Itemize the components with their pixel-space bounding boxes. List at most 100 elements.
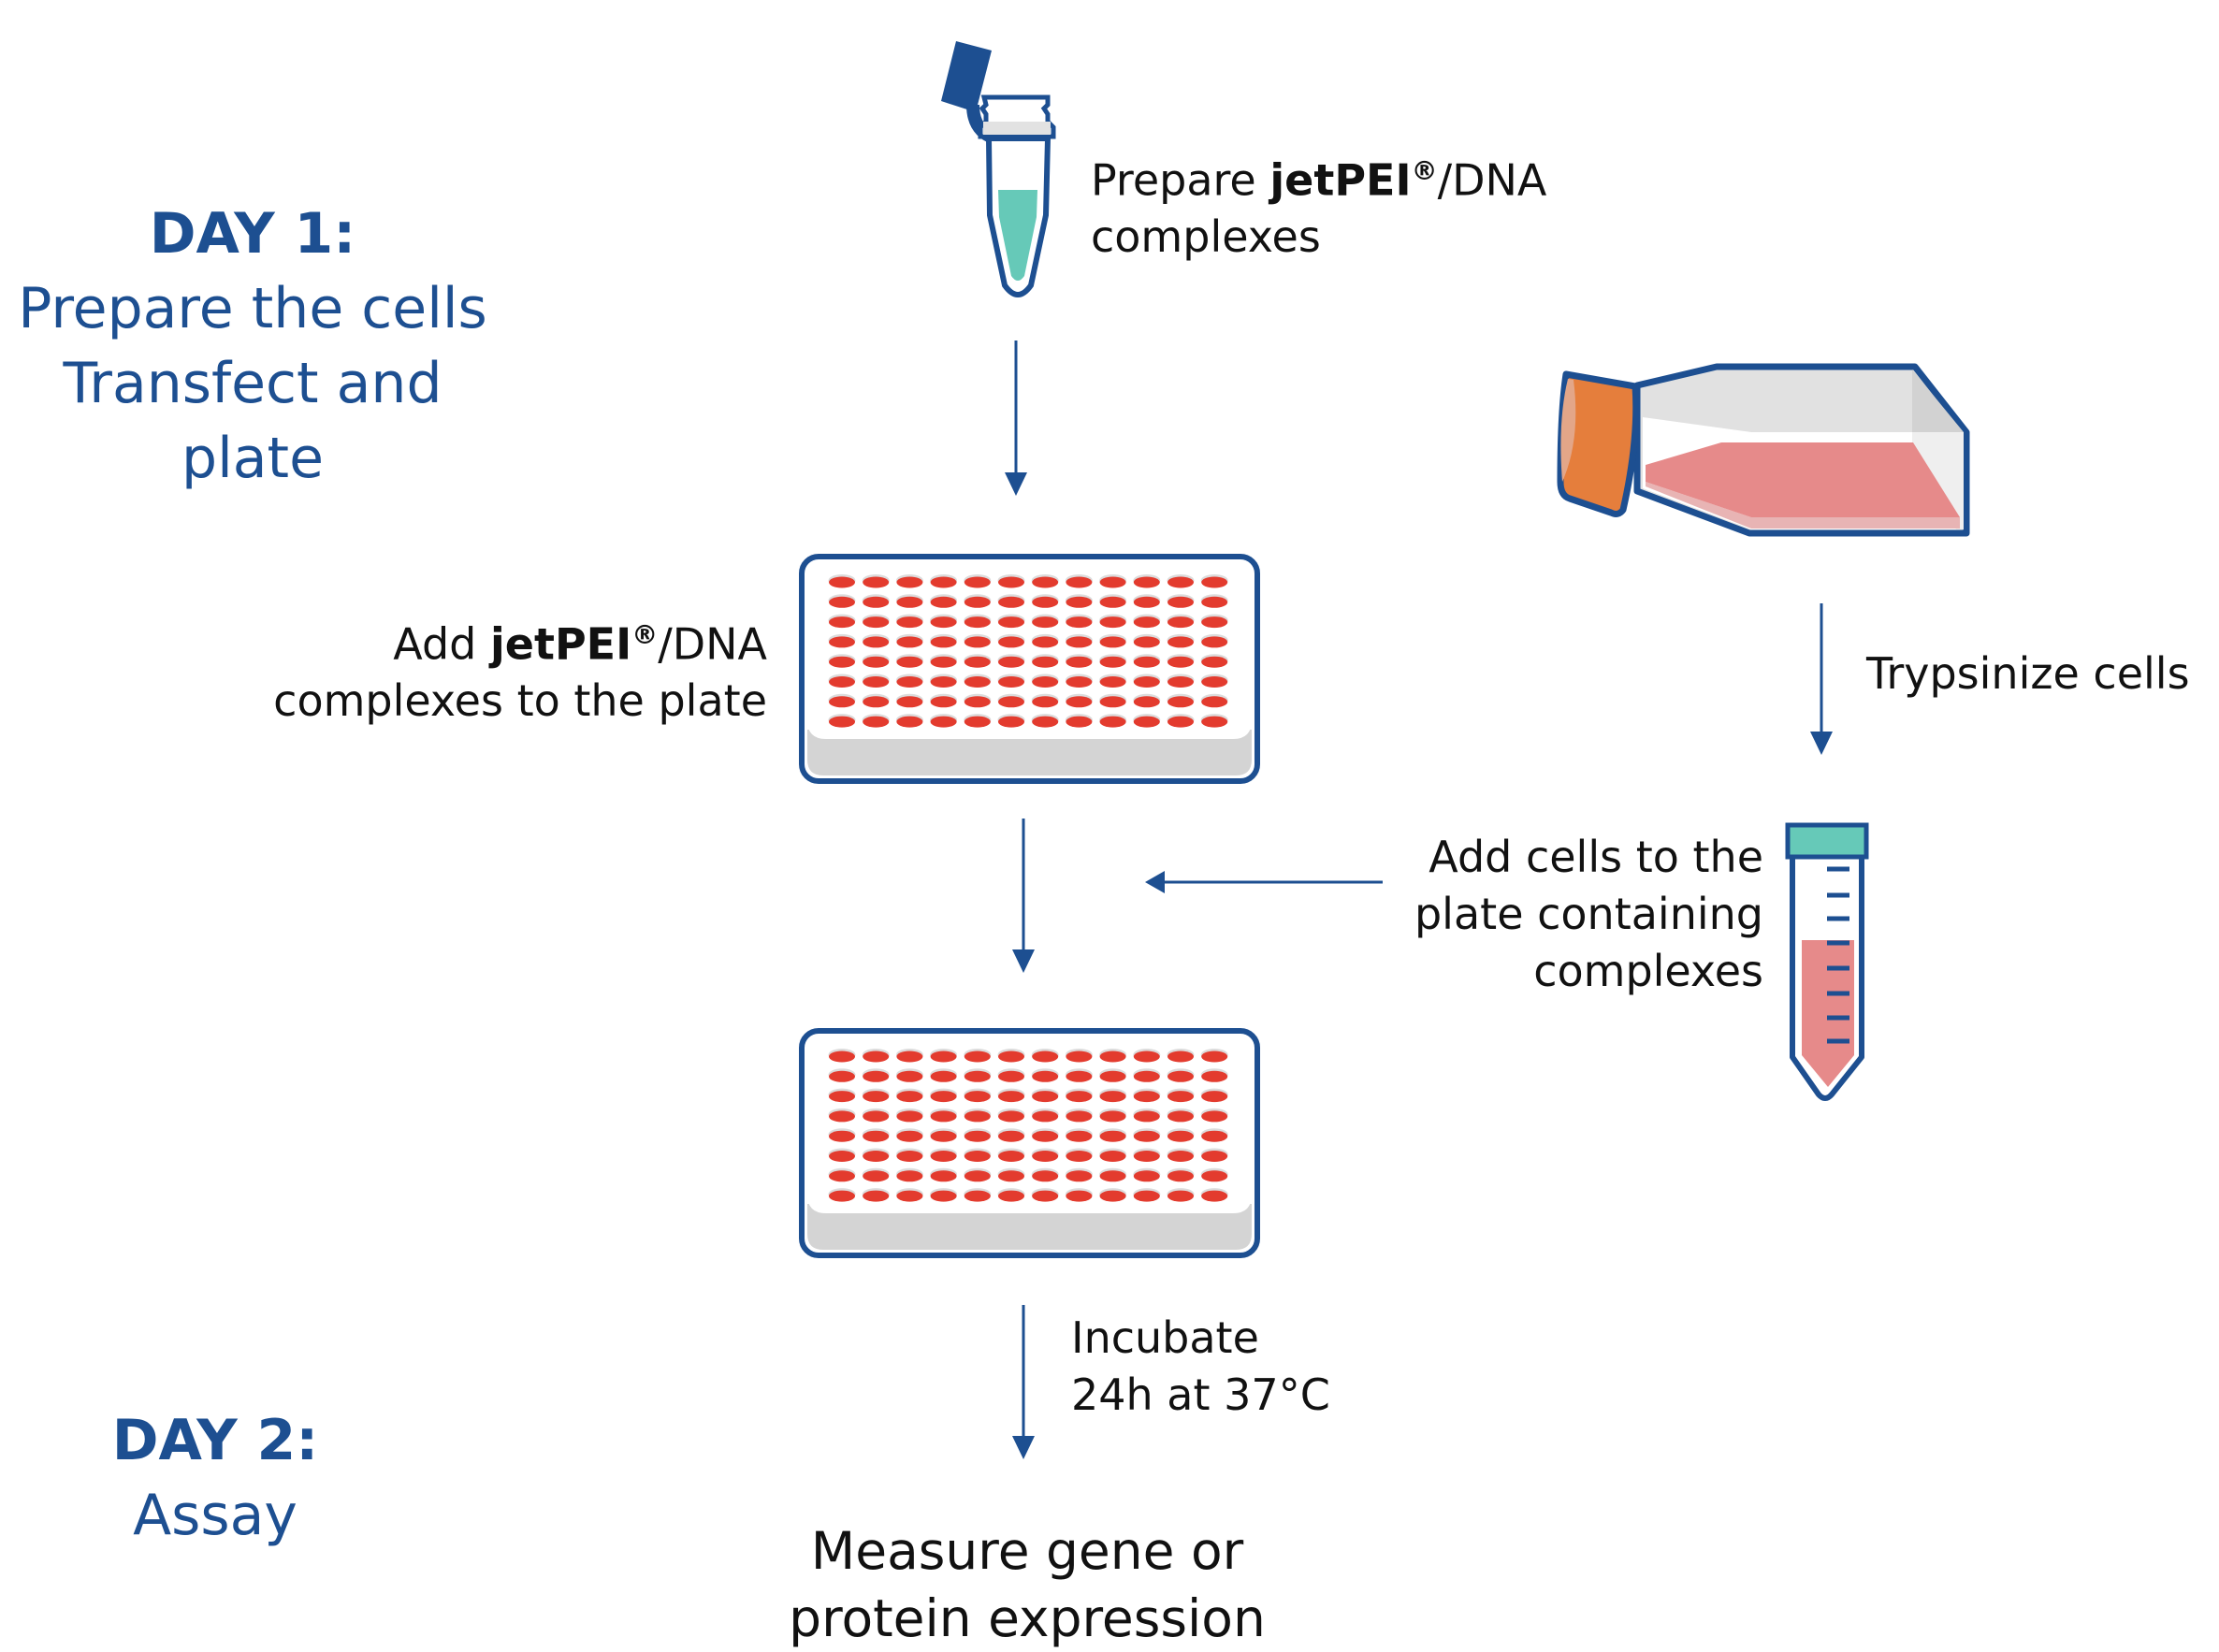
day1-line: Transfect and bbox=[63, 351, 442, 416]
plate-well bbox=[1168, 616, 1194, 629]
plate-well bbox=[998, 1130, 1024, 1142]
plate-well bbox=[1133, 1151, 1160, 1162]
plate-well bbox=[1099, 1110, 1126, 1123]
plate-well bbox=[1032, 656, 1059, 668]
plate-well bbox=[896, 1190, 923, 1202]
plate-well bbox=[1032, 1070, 1059, 1082]
plate-well bbox=[998, 636, 1024, 648]
plate-well bbox=[1099, 696, 1126, 708]
plate-well bbox=[964, 1051, 991, 1063]
plate-well bbox=[998, 676, 1024, 688]
plate-well bbox=[829, 696, 855, 708]
plate-well bbox=[1032, 616, 1059, 629]
brand-jetpei: jetPEI bbox=[1269, 154, 1412, 206]
day1-label: DAY 1: Prepare the cells Transfect and p… bbox=[0, 196, 505, 496]
plate-well bbox=[829, 1170, 855, 1182]
plate-well bbox=[1032, 1190, 1059, 1202]
plate-well bbox=[829, 1151, 855, 1162]
plate-well bbox=[1066, 656, 1093, 668]
brand-jetpei: jetPEI bbox=[489, 618, 632, 670]
step-incubate: Incubate 24h at 37°C bbox=[1071, 1310, 1330, 1424]
registered-mark: ® bbox=[1411, 155, 1438, 186]
arrow-head bbox=[1012, 949, 1035, 973]
arrow-head bbox=[1145, 871, 1165, 893]
plate-well bbox=[998, 1190, 1024, 1202]
plate-well bbox=[863, 1170, 890, 1182]
step-add-cells-line: complexes bbox=[1533, 946, 1763, 996]
plate-well bbox=[829, 636, 855, 648]
step-add-complexes: Add jetPEI®/DNA complexes to the plate bbox=[206, 606, 767, 730]
plate-well bbox=[998, 616, 1024, 629]
plate-well bbox=[863, 1051, 890, 1063]
plate-well bbox=[1133, 1110, 1160, 1123]
plate-well bbox=[863, 656, 890, 668]
plate-well bbox=[998, 1051, 1024, 1063]
plate-well bbox=[1133, 656, 1160, 668]
plate-well bbox=[1201, 1151, 1228, 1162]
plate-well bbox=[964, 1091, 991, 1103]
plate-well bbox=[930, 636, 957, 648]
arrow-head bbox=[1810, 732, 1833, 755]
plate-well bbox=[829, 1070, 855, 1082]
plate-well bbox=[964, 1170, 991, 1182]
plate-well bbox=[863, 596, 890, 608]
step-add-complexes-line2: complexes to the plate bbox=[273, 675, 767, 727]
plate-well bbox=[863, 616, 890, 629]
plate-well bbox=[1201, 596, 1228, 608]
plate-well bbox=[998, 1110, 1024, 1123]
plate-well bbox=[1032, 636, 1059, 648]
conical-tube-icon bbox=[1785, 822, 1869, 1101]
plate-well bbox=[1099, 576, 1126, 588]
plate-well bbox=[1099, 676, 1126, 688]
plate-well bbox=[930, 616, 957, 629]
plate-well bbox=[1201, 716, 1228, 728]
plate-well bbox=[1066, 1091, 1093, 1103]
plate-well bbox=[1168, 1190, 1194, 1202]
plate-well bbox=[896, 1151, 923, 1162]
plate-well bbox=[930, 1091, 957, 1103]
plate-well bbox=[964, 1190, 991, 1202]
plate-well bbox=[1133, 696, 1160, 708]
plate-well bbox=[1099, 1130, 1126, 1142]
plate-well bbox=[964, 1070, 991, 1082]
plate-well bbox=[998, 1091, 1024, 1103]
plate-well bbox=[1201, 1051, 1228, 1063]
plate-well bbox=[998, 1170, 1024, 1182]
plate-well bbox=[1099, 716, 1126, 728]
plate-well bbox=[1066, 576, 1093, 588]
plate-well bbox=[930, 1130, 957, 1142]
plate-well bbox=[829, 1051, 855, 1063]
cell-culture-flask-icon bbox=[1557, 363, 1970, 537]
96-well-plate-icon bbox=[799, 1028, 1260, 1258]
arrow-head bbox=[1005, 472, 1027, 496]
plate-well bbox=[896, 1070, 923, 1082]
plate-well bbox=[1133, 716, 1160, 728]
plate-well bbox=[896, 1110, 923, 1123]
plate-well bbox=[930, 716, 957, 728]
plate-well bbox=[1066, 1151, 1093, 1162]
plate-well bbox=[930, 1070, 957, 1082]
plate-well bbox=[1168, 1070, 1194, 1082]
96-well-plate-icon bbox=[799, 554, 1260, 784]
plate-well bbox=[896, 1130, 923, 1142]
plate-well bbox=[829, 1091, 855, 1103]
plate-well bbox=[829, 1190, 855, 1202]
step-measure: Measure gene or protein expression bbox=[700, 1517, 1355, 1652]
plate-well bbox=[863, 1070, 890, 1082]
plate-well bbox=[1066, 716, 1093, 728]
plate-well bbox=[964, 636, 991, 648]
plate-well bbox=[1133, 616, 1160, 629]
plate-well bbox=[1032, 1170, 1059, 1182]
plate-well bbox=[829, 716, 855, 728]
step-add-cells: Add cells to the plate containing comple… bbox=[1291, 829, 1763, 1000]
plate-well bbox=[863, 1190, 890, 1202]
plate-well bbox=[1168, 1110, 1194, 1123]
plate-well bbox=[1099, 636, 1126, 648]
plate-well bbox=[863, 676, 890, 688]
plate-well bbox=[863, 716, 890, 728]
plate-well bbox=[896, 656, 923, 668]
plate-well bbox=[1066, 1070, 1093, 1082]
plate-well bbox=[1168, 596, 1194, 608]
plate-well bbox=[1066, 1190, 1093, 1202]
